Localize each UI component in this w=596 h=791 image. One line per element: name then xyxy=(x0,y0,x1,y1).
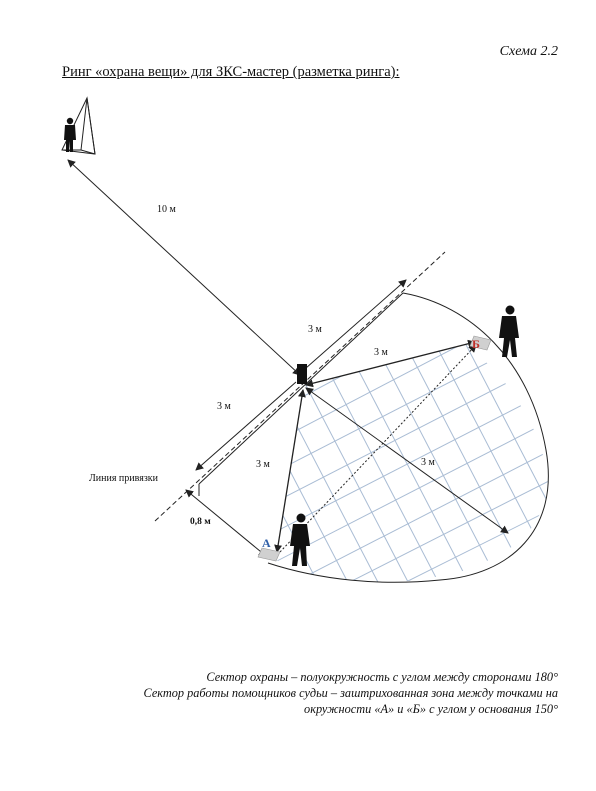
label-3m-top: 3 м xyxy=(308,324,323,335)
arrow-3m-to-b xyxy=(305,339,476,388)
handler-figure-icon xyxy=(64,117,76,152)
point-a-marker: А xyxy=(257,536,281,562)
arrow-3m-to-a xyxy=(274,389,306,553)
label-10m: 10 м xyxy=(157,204,177,215)
caption-line-2: Сектор работы помощников судьи – заштрих… xyxy=(143,686,558,700)
label-3m-diagonal: 3 м xyxy=(421,457,436,468)
anchor-line xyxy=(154,251,446,522)
point-a-label: А xyxy=(262,536,271,550)
label-3m-left: 3 м xyxy=(217,401,232,412)
assistant-b-figure-icon xyxy=(499,305,519,357)
hatched-zone xyxy=(276,343,548,582)
assistant-a-figure-icon xyxy=(290,513,310,566)
handler-pyramid xyxy=(61,96,96,155)
label-08m: 0,8 м xyxy=(190,517,211,527)
label-3m-to-b: 3 м xyxy=(374,347,389,358)
label-anchor-line: Линия привязки xyxy=(89,473,159,484)
arrow-3m-base-lower xyxy=(195,381,297,471)
guard-sector-arc xyxy=(267,292,549,583)
label-3m-to-a: 3 м xyxy=(256,459,271,470)
caption: Сектор охраны – полуокружность с углом м… xyxy=(78,669,558,717)
caption-line-3: окружности «А» и «Б» с углом у основания… xyxy=(304,702,558,716)
guarded-object xyxy=(297,364,307,384)
caption-line-1: Сектор охраны – полуокружность с углом м… xyxy=(206,670,558,684)
point-b-marker: Б xyxy=(469,335,492,351)
scheme-number: Схема 2.2 xyxy=(499,44,558,59)
line-a-to-b xyxy=(279,344,477,553)
sector-base-line xyxy=(198,292,404,485)
arrow-10m xyxy=(67,159,301,376)
arrow-3m-diagonal xyxy=(305,387,509,534)
arrow-08m xyxy=(185,489,267,557)
point-b-label: Б xyxy=(472,337,480,351)
page-title: Ринг «охрана вещи» для ЗКС-мастер (разме… xyxy=(62,64,400,80)
